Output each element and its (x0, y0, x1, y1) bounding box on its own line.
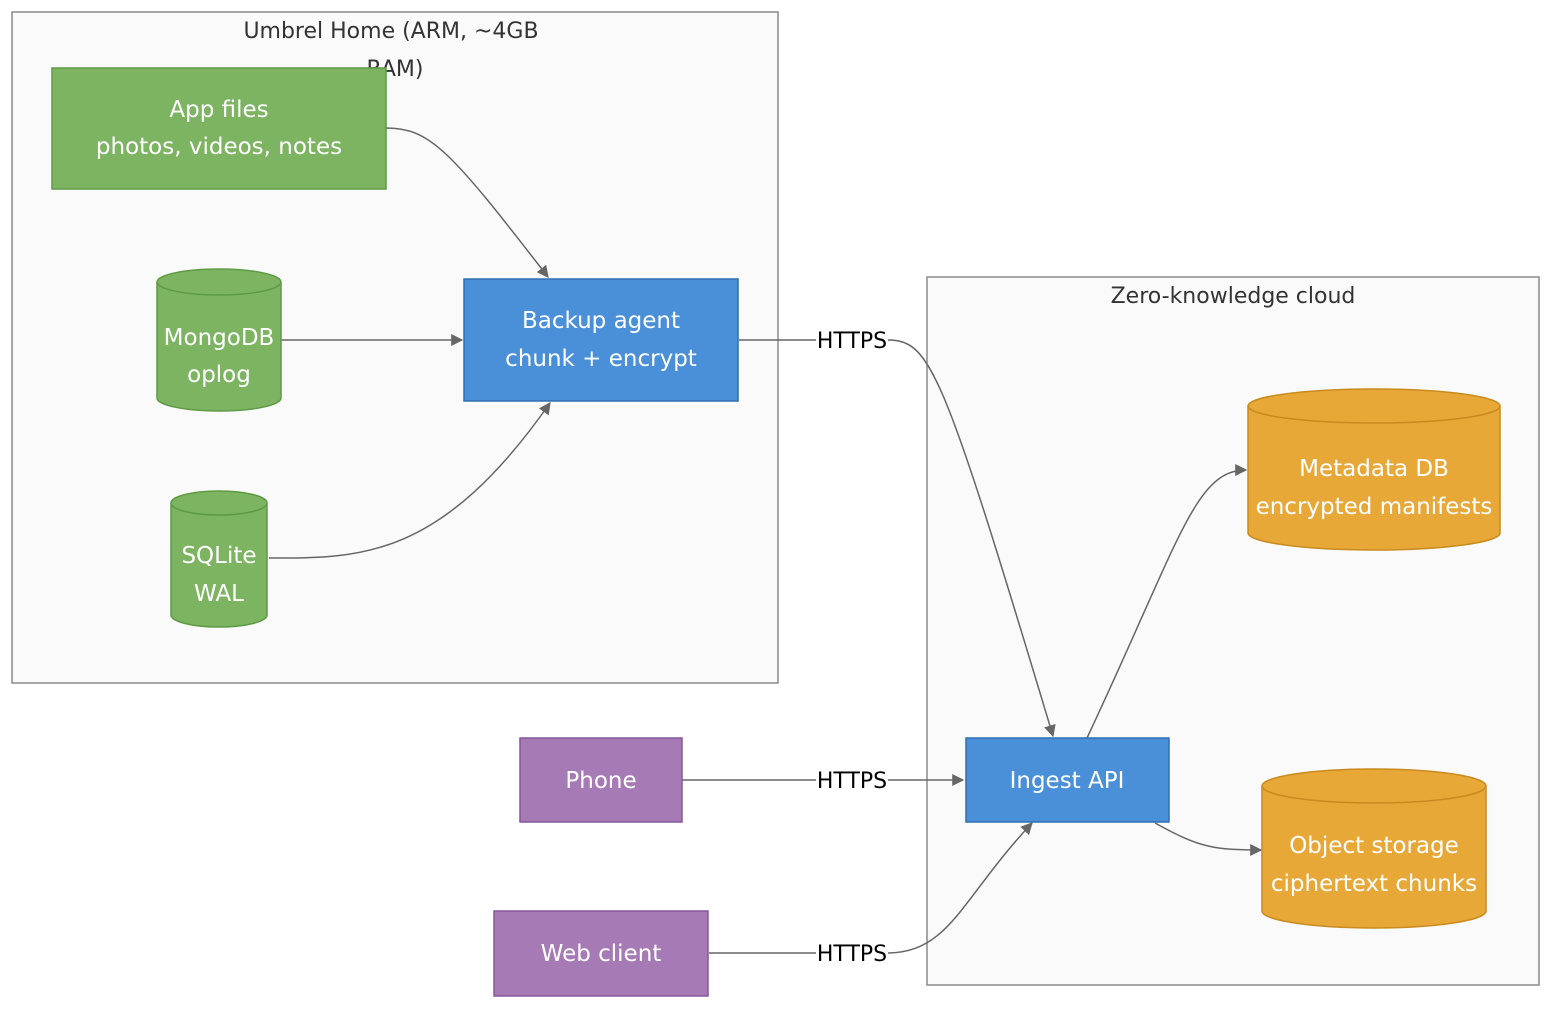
node-phone-label: Phone (565, 768, 636, 794)
node-sqlite-line2: WAL (194, 581, 244, 607)
node-web-client-label: Web client (541, 941, 662, 967)
edge-web-client-to-ingest-api (709, 822, 1033, 954)
edge-ingest-api-to-metadata-db (1086, 464, 1248, 739)
node-sqlite-cylinder[interactable]: SQLite WAL (170, 490, 268, 628)
node-metadata-db-line2: encrypted manifests (1256, 494, 1493, 520)
node-backup-agent[interactable]: Backup agent chunk + encrypt (463, 278, 739, 402)
edges (268, 127, 1263, 954)
node-mongodb-line1: MongoDB (164, 325, 275, 351)
edge-label-phone-https: HTTPS (816, 765, 888, 795)
node-mongodb-line2: oplog (187, 362, 251, 388)
node-object-storage-line1: Object storage (1289, 833, 1459, 859)
edge-backup-agent-to-ingest-api (739, 339, 1056, 738)
node-app-files[interactable]: App files photos, videos, notes (51, 67, 387, 190)
node-metadata-db-line1: Metadata DB (1299, 456, 1449, 482)
node-metadata-db-cylinder[interactable]: Metadata DB encrypted manifests (1247, 388, 1501, 551)
node-mongodb-cylinder[interactable]: MongoDB oplog (156, 268, 282, 412)
cluster-cloud-title: Zero-knowledge cloud (1111, 284, 1356, 309)
edge-label-phone-https-text: HTTPS (817, 769, 887, 794)
node-ingest-api-label: Ingest API (1010, 768, 1125, 794)
edge-label-web-https-text: HTTPS (817, 942, 887, 967)
node-app-files-line1: App files (169, 97, 268, 123)
edge-label-agent-https-text: HTTPS (817, 329, 887, 354)
node-phone[interactable]: Phone (519, 737, 683, 823)
edge-label-agent-https: HTTPS (816, 325, 888, 355)
node-ingest-api[interactable]: Ingest API (965, 737, 1170, 823)
edge-ingest-api-to-object-storage (1154, 822, 1263, 856)
edge-app-files-to-backup-agent (385, 127, 549, 278)
node-object-storage-cylinder[interactable]: Object storage ciphertext chunks (1261, 768, 1487, 929)
node-sqlite-line1: SQLite (181, 543, 256, 569)
node-object-storage-line2: ciphertext chunks (1271, 871, 1477, 897)
node-web-client[interactable]: Web client (493, 910, 709, 997)
cluster-umbrel-title-line1: Umbrel Home (ARM, ~4GB (243, 19, 538, 44)
node-backup-agent-line2: chunk + encrypt (505, 346, 697, 372)
node-backup-agent-line1: Backup agent (522, 308, 680, 334)
edge-label-web-https: HTTPS (816, 938, 888, 968)
node-app-files-line2: photos, videos, notes (96, 134, 342, 160)
edge-sqlite-to-backup-agent (268, 402, 551, 559)
